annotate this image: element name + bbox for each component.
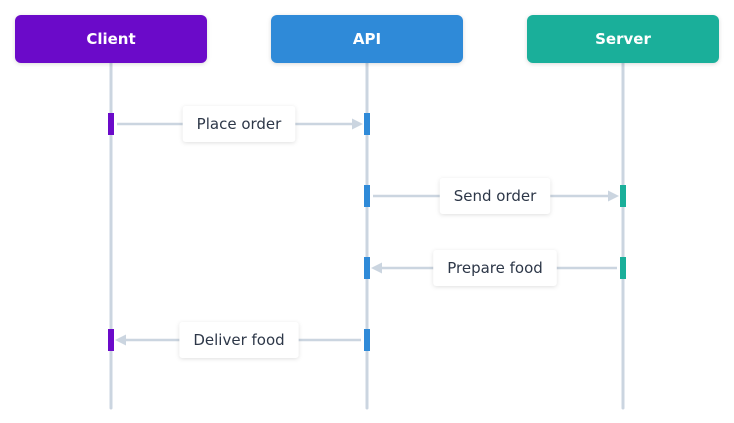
message-label: Deliver food bbox=[193, 331, 284, 349]
message-label: Prepare food bbox=[447, 259, 543, 277]
activation-api bbox=[364, 329, 370, 351]
participant-box-api bbox=[271, 15, 463, 63]
activation-api bbox=[364, 113, 370, 135]
activation-server bbox=[620, 257, 626, 279]
label-background bbox=[179, 322, 299, 358]
message-label-box: Prepare food bbox=[433, 250, 557, 286]
message-label: Place order bbox=[197, 115, 282, 133]
participant-box-client bbox=[15, 15, 207, 63]
arrow-head-icon bbox=[115, 334, 126, 346]
activation-client bbox=[108, 329, 114, 351]
activation-server bbox=[620, 185, 626, 207]
message-label-box: Send order bbox=[439, 178, 551, 214]
message-4: Deliver food bbox=[108, 322, 370, 358]
message-1: Place order bbox=[108, 106, 370, 142]
participant-label-server: Server bbox=[595, 30, 651, 48]
activation-client bbox=[108, 113, 114, 135]
label-background bbox=[182, 106, 296, 142]
message-label-box: Deliver food bbox=[179, 322, 299, 358]
arrow-head-icon bbox=[371, 262, 382, 274]
activation-api bbox=[364, 257, 370, 279]
arrow-head-icon bbox=[352, 118, 363, 130]
label-background bbox=[433, 250, 557, 286]
arrow-head-icon bbox=[608, 190, 619, 202]
message-2: Send order bbox=[364, 178, 626, 214]
participant-label-client: Client bbox=[86, 30, 135, 48]
participant-client: Client bbox=[15, 15, 207, 63]
label-background bbox=[439, 178, 551, 214]
participant-api: API bbox=[271, 15, 463, 63]
message-label-box: Place order bbox=[182, 106, 296, 142]
participant-box-server bbox=[527, 15, 719, 63]
participant-label-api: API bbox=[353, 30, 381, 48]
message-label: Send order bbox=[454, 187, 537, 205]
participant-server: Server bbox=[527, 15, 719, 63]
message-3: Prepare food bbox=[364, 250, 626, 286]
activation-api bbox=[364, 185, 370, 207]
participants: Client API Server bbox=[15, 15, 719, 63]
